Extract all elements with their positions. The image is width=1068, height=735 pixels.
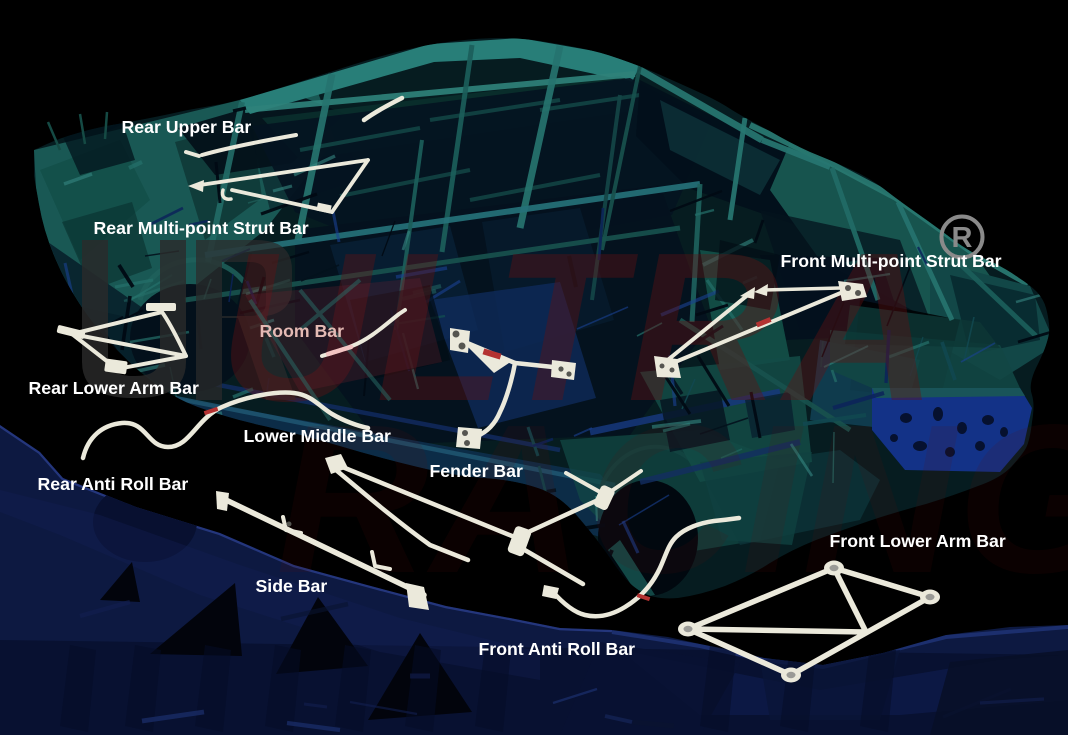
svg-text:RACING: RACING [276, 380, 1068, 617]
svg-text:R: R [952, 222, 973, 254]
svg-text:ULTRA: ULTRA [219, 208, 942, 445]
